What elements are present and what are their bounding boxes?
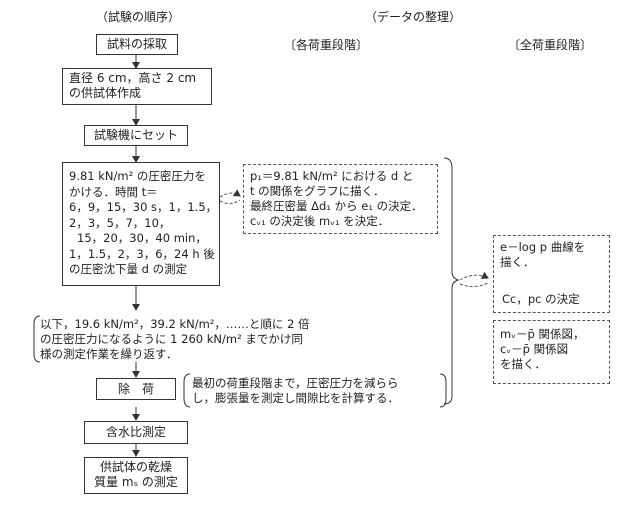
step-sampling-label: 試料の採取: [106, 37, 167, 51]
load-line-5: 15，20，30，40 min，: [77, 231, 207, 245]
step-unload-label: 除 荷: [117, 382, 154, 396]
step-water-label: 含水比測定: [105, 425, 166, 439]
step-set-machine: 試験機にセット: [84, 125, 188, 146]
each-stage-box: p₁＝9.81 kN/m² における d と t の関係をグラフに描く． 最終圧…: [243, 164, 438, 234]
specimen-line-1: 直径 6 cm，高さ 2 cm: [69, 71, 197, 85]
header-all-stage: 〔全荷重段階〕: [508, 38, 593, 52]
dry-line-1: 供試体の乾燥: [99, 460, 172, 474]
curve-line-2: 描く．: [500, 255, 535, 269]
step-water-content: 含水比測定: [84, 421, 188, 444]
step-specimen: 直径 6 cm，高さ 2 cm の供試体作成: [62, 68, 212, 105]
repeat-line-1: 以下，19.6 kN/m²，39.2 kN/m²，……と順に 2 倍: [40, 317, 310, 331]
specimen-line-2: の供試体作成: [69, 86, 142, 100]
unload-note-line-2: し，膨張量を測定し間隙比を計算する．: [192, 391, 399, 405]
load-line-1: 9.81 kN/m² の圧密圧力を: [69, 169, 206, 183]
repeat-line-2: の圧密圧力になるように 1 260 kN/m² までかけ同: [40, 332, 303, 346]
relation-line-1: mᵥ－p̄ 関係図，: [500, 327, 585, 341]
decide-line: Cc，pc の決定: [502, 292, 580, 306]
step-unload: 除 荷: [96, 378, 176, 400]
step-loading: 9.81 kN/m² の圧密圧力を かける．時間 t＝ 6，9，15，30 s，…: [62, 162, 220, 286]
step-dry-mass: 供試体の乾燥 質量 mₛ の測定: [84, 457, 188, 494]
header-each-stage: 〔各荷重段階〕: [284, 38, 369, 52]
header-order: （試験の順序）: [96, 10, 181, 24]
load-line-6: 1，1.5，2，3，6，24 h 後: [69, 246, 215, 261]
all-stage-relation-box: mᵥ－p̄ 関係図， cᵥ－p̄ 関係図 を描く．: [493, 320, 610, 384]
relation-line-2: cᵥ－p̄ 関係図: [500, 342, 569, 356]
curve-line-1: e－log p 曲線を: [500, 240, 586, 254]
each-line-4: cᵥ₁ の決定後 mᵥ₁ を決定．: [250, 214, 390, 228]
each-line-3: 最終圧密量 Δd₁ から e₁ の決定．: [250, 199, 423, 213]
load-line-3: 6，9，15，30 s，1，1.5，: [69, 200, 218, 214]
step-sampling: 試料の採取: [96, 34, 178, 55]
repeat-line-3: 様の測定作業を繰り返す．: [40, 347, 178, 361]
all-stage-curve-box: e－log p 曲線を 描く． Cc，pc の決定: [493, 235, 610, 313]
load-line-4: 2，3，5，7，10，: [69, 215, 171, 230]
unload-note: 最初の荷重段階まで，圧密圧力を減らら し，膨張量を測定し間隙比を計算する．: [192, 376, 399, 406]
each-line-1: p₁＝9.81 kN/m² における d と: [250, 169, 414, 183]
unload-note-line-1: 最初の荷重段階まで，圧密圧力を減らら: [192, 376, 399, 390]
repeat-text: 以下，19.6 kN/m²，39.2 kN/m²，……と順に 2 倍 の圧密圧力…: [40, 317, 310, 362]
load-line-7: の圧密沈下量 d の測定: [69, 262, 188, 276]
dry-line-2: 質量 mₛ の測定: [94, 475, 178, 489]
relation-line-3: を描く．: [500, 357, 546, 371]
step-set-label: 試験機にセット: [93, 128, 178, 142]
load-line-2: かける．時間 t＝: [69, 184, 158, 199]
each-line-2: t の関係をグラフに描く．: [250, 184, 385, 198]
header-data: （データの整理）: [365, 10, 462, 24]
